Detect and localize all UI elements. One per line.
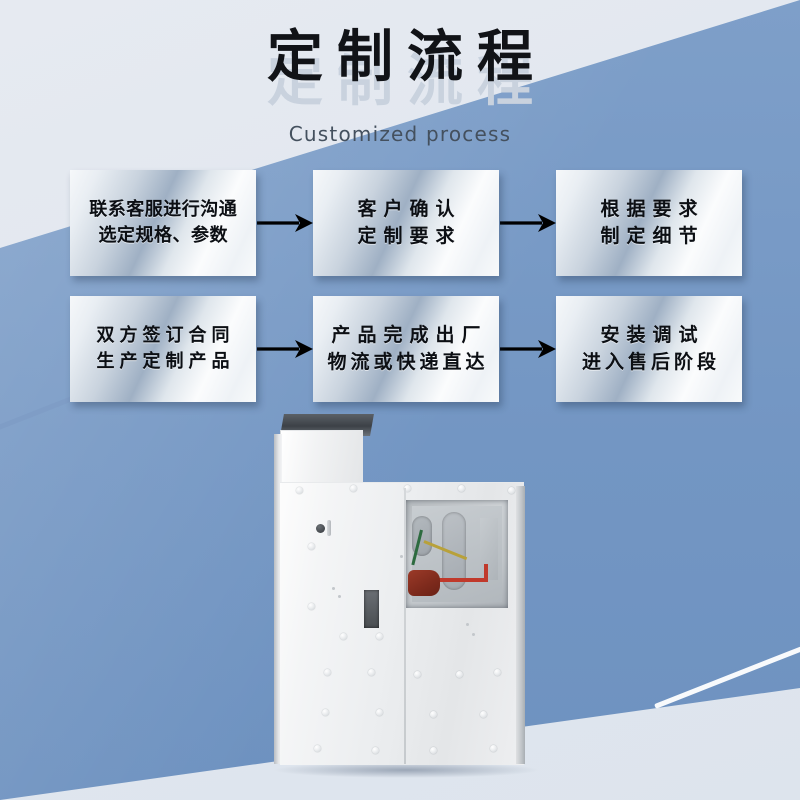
- flow-step-3-line1: 根据要求: [600, 198, 705, 221]
- arrow-right-icon-3: [256, 336, 313, 362]
- flow-step-5-text: 产品完成出厂 物流或快递直达: [323, 322, 488, 376]
- flow-step-3-line2: 制定细节: [600, 225, 705, 247]
- interior-red-busbar: [426, 578, 488, 582]
- cabinet-vent-slot: [364, 590, 379, 628]
- interior-red-transformer: [408, 570, 440, 596]
- flow-step-4[interactable]: 双方签订合同 生产定制产品: [70, 296, 256, 402]
- page-header: 定制流程 定制流程 Customized process: [0, 28, 800, 147]
- flow-step-3-text: 根据要求 制定细节: [593, 196, 704, 250]
- cabinet-right-edge: [516, 486, 525, 764]
- flow-step-6-line2: 进入售后阶段: [581, 351, 720, 373]
- interior-side-panel: [480, 518, 498, 580]
- cabinet-door-handle: [327, 520, 331, 536]
- flow-step-6-text: 安装调试 进入售后阶段: [578, 322, 720, 376]
- flow-row-2: 双方签订合同 生产定制产品 产品完成出厂 物流或快递直达: [70, 296, 742, 402]
- flow-step-1[interactable]: 联系客服进行沟通 选定规格、参数: [70, 170, 256, 276]
- arrow-right-icon-2: [499, 210, 556, 236]
- flow-step-6-line1: 安装调试: [600, 324, 705, 347]
- arrow-right-icon-4: [499, 336, 556, 362]
- title-block: 定制流程 定制流程: [0, 28, 800, 120]
- flow-step-4-line2: 生产定制产品: [96, 351, 235, 372]
- flow-step-2-text: 客户确认 定制要求: [350, 196, 461, 250]
- cabinet-door-seam: [404, 488, 406, 764]
- flow-step-1-line2: 选定规格、参数: [98, 225, 228, 246]
- flow-step-5-line1: 产品完成出厂: [331, 324, 488, 347]
- flow-step-2[interactable]: 客户确认 定制要求: [313, 170, 499, 276]
- cabinet-inspection-window: [406, 500, 508, 608]
- product-ground-shadow: [272, 762, 540, 778]
- flow-row-1: 联系客服进行沟通 选定规格、参数 客户确认 定制要求: [70, 170, 742, 276]
- arrow-right-icon-1: [256, 210, 313, 236]
- page-subtitle: Customized process: [288, 122, 512, 146]
- product-photo: [258, 412, 548, 784]
- process-flow: 联系客服进行沟通 选定规格、参数 客户确认 定制要求: [70, 170, 742, 402]
- cabinet-lock-knob: [316, 524, 325, 533]
- flow-step-5[interactable]: 产品完成出厂 物流或快递直达: [313, 296, 499, 402]
- flow-step-5-line2: 物流或快递直达: [327, 351, 489, 373]
- interior-red-busbar-drop: [484, 564, 488, 582]
- flow-step-4-line1: 双方签订合同: [96, 325, 235, 347]
- page-title: 定制流程: [267, 25, 547, 90]
- page-title-ghost: 定制流程: [267, 49, 547, 114]
- flow-step-2-line2: 定制要求: [357, 225, 462, 247]
- flow-step-2-line1: 客户确认: [357, 198, 462, 221]
- flow-step-1-text: 联系客服进行沟通 选定规格、参数: [89, 197, 238, 248]
- flow-step-1-line1: 联系客服进行沟通: [89, 199, 238, 221]
- flow-step-6[interactable]: 安装调试 进入售后阶段: [556, 296, 742, 402]
- flow-step-4-text: 双方签订合同 生产定制产品: [92, 323, 235, 374]
- cabinet-left-edge: [274, 434, 282, 764]
- flow-step-3[interactable]: 根据要求 制定细节: [556, 170, 742, 276]
